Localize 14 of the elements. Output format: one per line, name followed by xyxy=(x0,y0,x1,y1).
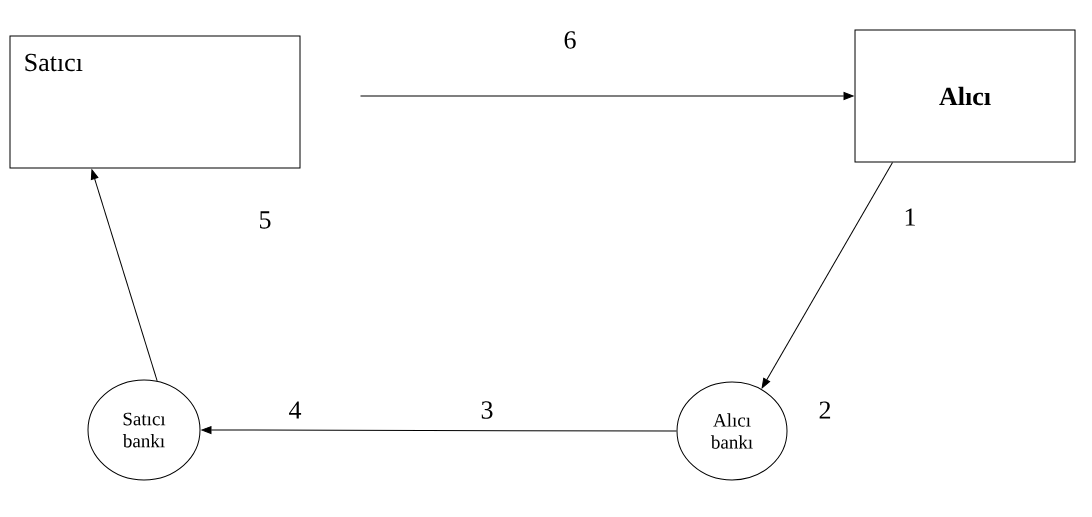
ellipse-node: Satıcı bankı xyxy=(87,379,201,481)
box-node: Alıcı xyxy=(854,29,1076,163)
arrow xyxy=(90,169,158,382)
box-node: Satıcı xyxy=(9,35,301,169)
step-number: 2 xyxy=(819,401,831,419)
arrow xyxy=(201,426,677,434)
step-number: 1 xyxy=(905,208,915,226)
step-number: 3 xyxy=(481,401,493,419)
arrow xyxy=(761,162,893,389)
ellipse-node: Alıcı bankı xyxy=(676,381,788,481)
arrow xyxy=(360,92,854,100)
step-number: 4 xyxy=(289,401,302,419)
step-number: 6 xyxy=(564,31,576,49)
step-number: 5 xyxy=(260,211,271,229)
